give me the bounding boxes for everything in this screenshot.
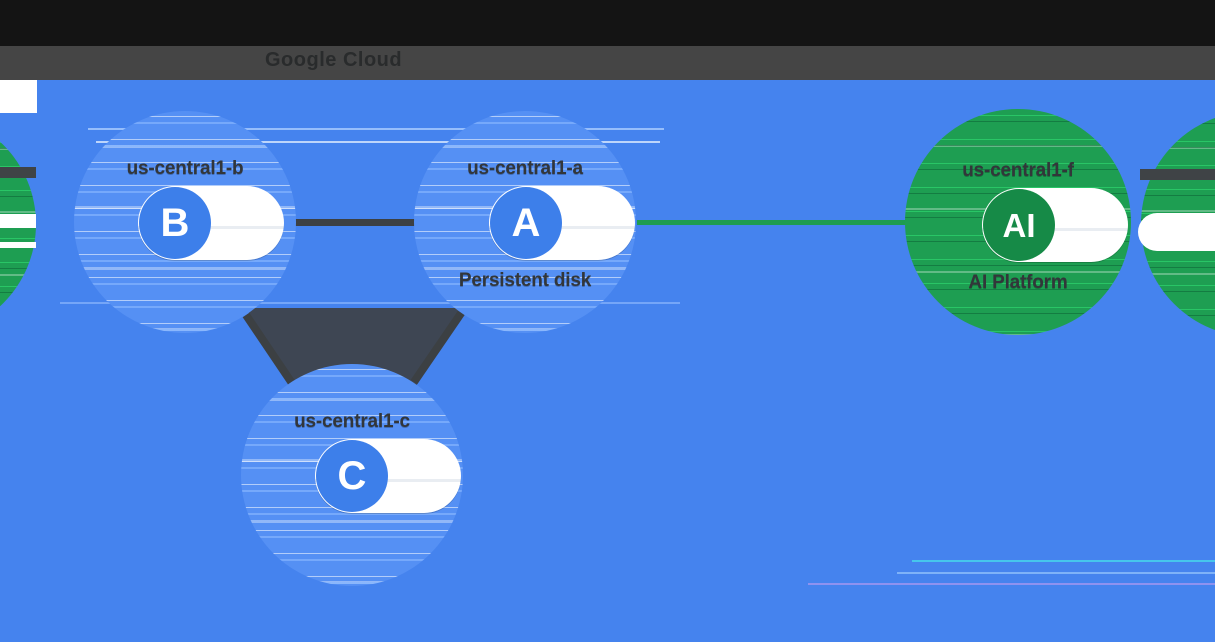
cutoff-left-label-fragment <box>0 167 36 178</box>
zone-label-a: us-central1-a <box>467 158 583 179</box>
zone-sublabel-a: Persistent disk <box>458 270 592 291</box>
zone-pill-c: C <box>315 439 461 513</box>
scanline-artifact <box>0 80 37 113</box>
cutoff-left-pill-fragment <box>0 242 36 248</box>
connector-b-a <box>281 219 418 226</box>
scanline-artifact <box>96 141 660 143</box>
header-bar <box>0 46 1215 80</box>
zone-badge-b: B <box>139 187 211 259</box>
connector-a-ai <box>637 220 907 225</box>
scanline-artifact <box>60 302 680 304</box>
zone-pill-ai: AI <box>982 188 1128 262</box>
scanline-artifact <box>912 560 1215 562</box>
zone-label-c: us-central1-c <box>294 411 410 432</box>
zone-label-ai: us-central1-f <box>962 160 1074 181</box>
zone-sublabel-ai: AI Platform <box>968 272 1068 293</box>
cutoff-right-label-fragment <box>1140 169 1215 180</box>
header-top-band <box>0 0 1215 46</box>
zone-pill-b: B <box>138 186 284 260</box>
scanline-artifact <box>808 583 1215 585</box>
cutoff-left-pill-fragment <box>0 214 36 228</box>
zone-badge-ai: AI <box>983 189 1055 261</box>
zone-pill-a: A <box>489 186 635 260</box>
zone-label-b: us-central1-b <box>126 158 244 179</box>
cutoff-right-pill-fragment <box>1138 213 1215 251</box>
zone-badge-a: A <box>490 187 562 259</box>
scanline-artifact <box>88 128 664 130</box>
scanline-artifact <box>897 572 1215 574</box>
header-title: Google Cloud <box>265 49 403 71</box>
zone-badge-c: C <box>316 440 388 512</box>
